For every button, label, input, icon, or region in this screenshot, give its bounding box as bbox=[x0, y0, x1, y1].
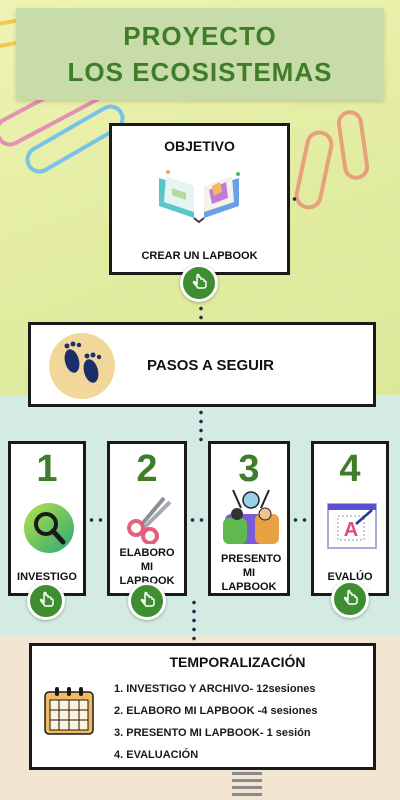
objective-hand-button[interactable] bbox=[180, 264, 218, 302]
magnifier-icon bbox=[24, 503, 74, 553]
calendar-icon bbox=[44, 687, 94, 735]
step-number: 3 bbox=[238, 448, 260, 490]
pointing-hand-icon bbox=[39, 591, 54, 607]
step-label: EVALÚO bbox=[327, 571, 373, 583]
step-label: PRESENTO MI LAPBOOK bbox=[221, 553, 282, 593]
scissors-icon bbox=[127, 496, 172, 544]
timing-list: 1. INVESTIGO Y ARCHIVO- 12sesiones 2. EL… bbox=[114, 678, 318, 766]
connector-dots bbox=[199, 408, 203, 442]
timing-item: 3. PRESENTO MI LAPBOOK- 1 sesión bbox=[114, 727, 311, 739]
step-card-4: 4 A EVALÚO bbox=[311, 441, 389, 596]
step-number: 2 bbox=[136, 448, 158, 490]
step-number: 4 bbox=[339, 448, 361, 490]
connector-dots bbox=[291, 518, 310, 522]
timing-item: 2. ELABORO MI LAPBOOK -4 sesiones bbox=[114, 705, 318, 717]
step-2-hand-button[interactable] bbox=[128, 582, 166, 620]
objective-card: OBJETIVO CREAR UN LAPBOOK bbox=[109, 123, 290, 275]
connector-dots bbox=[87, 518, 106, 522]
presenters-icon bbox=[223, 489, 279, 544]
connector-dots bbox=[290, 197, 298, 201]
footprints-icon bbox=[49, 333, 115, 399]
steps-header-card: PASOS A SEGUIR bbox=[28, 322, 376, 407]
step-4-hand-button[interactable] bbox=[331, 580, 369, 618]
timing-card: TEMPORALIZACIÓN 1. INVESTIGO Y ARCHIVO- … bbox=[29, 643, 376, 770]
timing-heading: TEMPORALIZACIÓN bbox=[169, 654, 306, 670]
connector-dots bbox=[199, 304, 203, 324]
steps-header-label: PASOS A SEGUIR bbox=[147, 357, 274, 374]
open-book-icon bbox=[159, 170, 240, 224]
pointing-hand-icon bbox=[140, 591, 155, 607]
objective-label: CREAR UN LAPBOOK bbox=[141, 250, 258, 262]
step-card-3: 3 PRESENTO MI LAPBOOK bbox=[208, 441, 290, 596]
objective-heading: OBJETIVO bbox=[164, 138, 235, 154]
title-line-1: PROYECTO bbox=[123, 21, 277, 51]
connector-dots bbox=[188, 518, 207, 522]
svg-text:A: A bbox=[344, 519, 358, 541]
step-label: INVESTIGO bbox=[17, 571, 77, 583]
pointing-hand-icon bbox=[192, 273, 207, 289]
timing-item: 4. EVALUACIÓN bbox=[114, 749, 199, 761]
title-line-2: LOS ECOSISTEMAS bbox=[67, 57, 333, 87]
title-banner: PROYECTO LOS ECOSISTEMAS bbox=[16, 8, 384, 100]
design-letter-icon: A bbox=[327, 503, 377, 549]
pointing-hand-icon bbox=[343, 589, 358, 605]
connector-dots bbox=[192, 598, 196, 642]
step-number: 1 bbox=[36, 448, 58, 490]
step-card-2: 2 ELABORO MI LAPBOOK bbox=[107, 441, 187, 596]
timing-item: 1. INVESTIGO Y ARCHIVO- 12sesiones bbox=[114, 683, 316, 695]
step-card-1: 1 INVESTIGO bbox=[8, 441, 86, 596]
step-1-hand-button[interactable] bbox=[27, 582, 65, 620]
spiral-decoration bbox=[232, 772, 262, 800]
step-label: ELABORO MI LAPBOOK bbox=[119, 547, 175, 587]
